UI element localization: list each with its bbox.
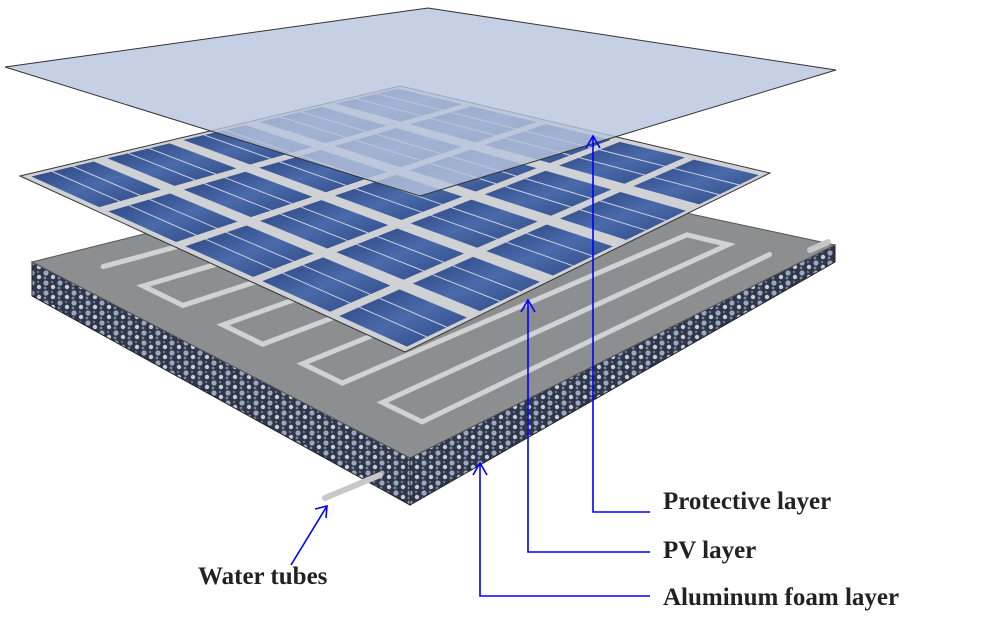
- pv-cell: [484, 170, 612, 216]
- busbar: [52, 171, 120, 202]
- busbar: [148, 147, 217, 175]
- busbar: [356, 243, 424, 272]
- pv-cell: [339, 289, 467, 347]
- pv-cell: [410, 199, 538, 248]
- busbar: [579, 209, 647, 231]
- busbar: [355, 188, 422, 213]
- busbar: [506, 241, 574, 267]
- busbar: [203, 134, 271, 160]
- busbar: [149, 198, 218, 229]
- water-tube-outlet: [807, 239, 831, 253]
- busbar: [302, 264, 371, 295]
- pv-cell: [108, 193, 238, 243]
- busbar: [600, 200, 667, 221]
- busbar: [376, 235, 445, 263]
- busbar: [224, 177, 293, 204]
- pv-cell: [334, 174, 463, 220]
- foam-layer-label: Aluminum foam layer: [663, 584, 900, 611]
- busbar: [205, 238, 274, 270]
- busbar: [300, 206, 369, 234]
- busbar: [673, 167, 740, 186]
- busbar: [451, 207, 518, 231]
- water-tubes-label: Water tubes: [198, 563, 328, 590]
- busbar: [525, 178, 592, 199]
- pv-layer-label: PV layer: [663, 537, 757, 564]
- busbar: [379, 297, 448, 328]
- pv-cell: [183, 125, 312, 165]
- pv-cell: [31, 161, 162, 208]
- busbar: [599, 149, 665, 167]
- busbar: [579, 157, 645, 176]
- busbar: [430, 214, 498, 240]
- protective-layer: [4, 7, 837, 197]
- busbar: [204, 183, 272, 211]
- busbar: [280, 213, 348, 242]
- water-tube-inlet: [322, 472, 383, 501]
- protective-layer-label: Protective layer: [663, 488, 832, 515]
- busbar: [226, 231, 294, 262]
- busbar: [653, 176, 720, 196]
- pv-cell: [107, 143, 237, 186]
- busbar: [72, 166, 141, 196]
- busbar: [504, 186, 572, 208]
- busbar: [127, 152, 196, 181]
- busbar: [359, 306, 428, 338]
- pv-cell: [486, 224, 613, 276]
- pv-cell: [558, 141, 685, 184]
- tubes-arrow: [290, 505, 328, 566]
- pv-cell: [262, 257, 391, 312]
- protective-arrow: [592, 136, 650, 513]
- pv-cell: [412, 256, 540, 312]
- busbar: [279, 161, 347, 186]
- pv-cell: [259, 149, 388, 193]
- callout-arrows: [290, 134, 650, 597]
- foam-arrow: [479, 463, 650, 597]
- pv-arrow: [527, 300, 650, 553]
- pv-cell: [336, 228, 465, 280]
- busbar: [452, 265, 521, 293]
- busbar: [282, 272, 351, 304]
- pv-cell: [260, 200, 389, 249]
- pv-cell: [559, 192, 686, 240]
- busbar: [432, 274, 501, 302]
- pv-cell: [185, 225, 314, 277]
- busbar: [526, 232, 594, 257]
- pv-cell: [633, 159, 759, 205]
- pv-cell: [183, 171, 313, 218]
- busbar: [128, 204, 197, 236]
